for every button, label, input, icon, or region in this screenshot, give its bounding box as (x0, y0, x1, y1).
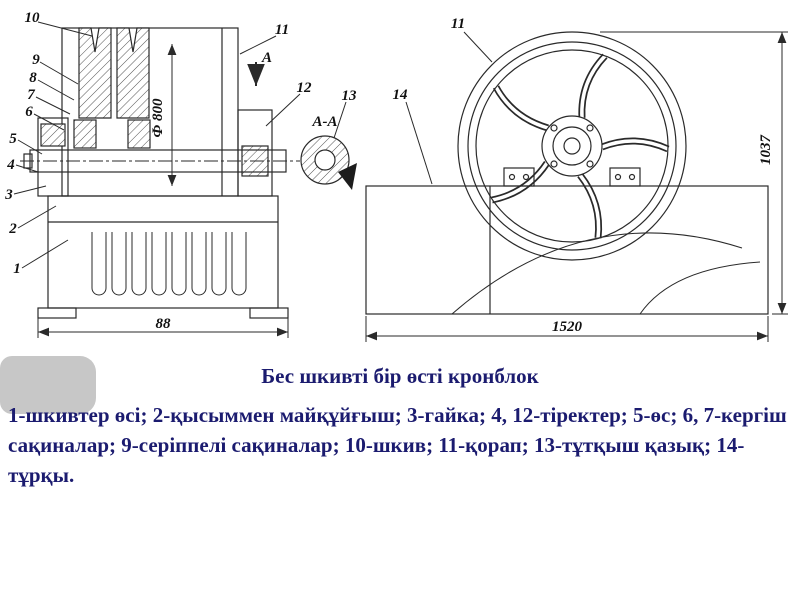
section-mark-a: A (261, 50, 272, 66)
part-label-11-right: 11 (451, 16, 465, 32)
part-label-2: 2 (8, 221, 17, 237)
part-label-5: 5 (9, 131, 17, 147)
part-label-10: 10 (25, 10, 41, 26)
crown-block-technical-drawing: 10 9 8 7 6 5 4 3 2 1 11 12 13 A A-A Ф 80… (4, 10, 788, 342)
part-label-3: 3 (4, 187, 13, 203)
dim-diameter-800: Ф 800 (150, 98, 166, 138)
part-label-4: 4 (6, 157, 15, 173)
left-view-leader-lines (13, 21, 347, 269)
part-label-13: 13 (342, 88, 358, 104)
figure-title: Бес шкивті бір өсті кронблок (261, 364, 539, 388)
figure-legend: 1-шкивтер өсі; 2-қысыммен майқұйғыш; 3-г… (8, 403, 787, 487)
part-label-1: 1 (13, 261, 21, 277)
left-view-dimensions (37, 44, 289, 338)
part-label-8: 8 (29, 70, 37, 86)
left-view-drawing (20, 27, 357, 319)
dim-width-88: 88 (156, 316, 172, 332)
part-label-7: 7 (27, 87, 35, 103)
part-label-12: 12 (297, 80, 313, 96)
right-view-drawing (365, 31, 769, 315)
figure-caption: Бес шкивті бір өсті кронблок 1-шкивтер ө… (8, 364, 792, 490)
part-label-11-left: 11 (275, 22, 289, 38)
right-view-dimensions (365, 31, 788, 342)
part-label-14: 14 (393, 87, 409, 103)
dim-height-1037: 1037 (758, 135, 774, 166)
slide-decoration-shape (0, 356, 96, 414)
section-title-a-a: A-A (311, 114, 337, 130)
dim-width-1520: 1520 (552, 319, 583, 335)
part-label-6: 6 (25, 104, 33, 120)
part-label-9: 9 (32, 52, 40, 68)
right-view-leader-lines (405, 31, 493, 185)
